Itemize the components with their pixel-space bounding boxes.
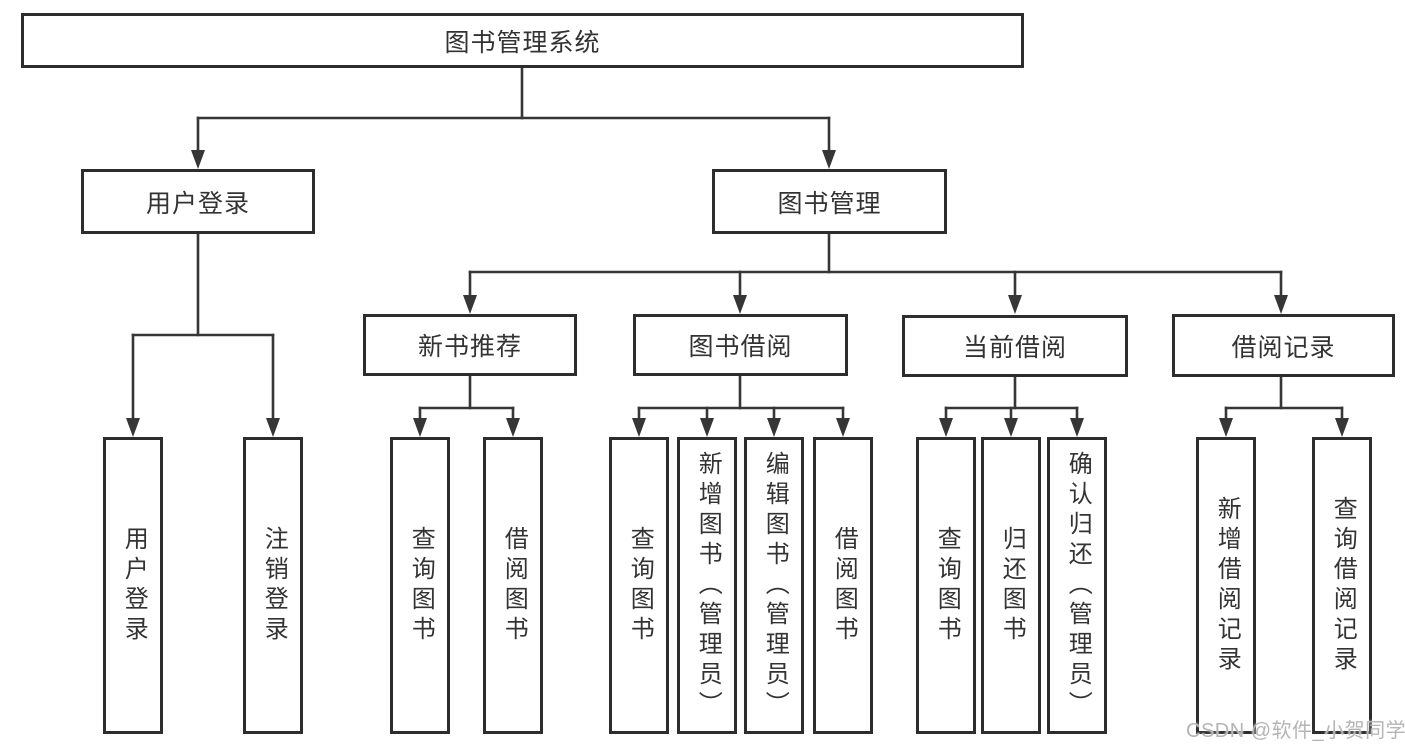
leaf-confirm-return-admin-label: 确认归还（管理员） — [1064, 450, 1092, 721]
arrowhead-icon — [413, 418, 427, 437]
leaf-query-book-recommend: 查询图书 — [390, 437, 450, 734]
arrowhead-icon — [1004, 418, 1018, 437]
leaf-edit-book-admin-label: 编辑图书（管理员） — [761, 450, 789, 721]
arrowhead-icon — [1335, 418, 1349, 437]
arrowhead-icon — [1219, 418, 1233, 437]
leaf-borrow-book-recommend: 借阅图书 — [483, 437, 543, 734]
arrowhead-icon — [1008, 295, 1022, 314]
leaf-borrow-book-label: 借阅图书 — [830, 525, 858, 646]
leaf-logout-label: 注销登录 — [260, 525, 288, 646]
arrowhead-icon — [836, 418, 850, 437]
leaf-return-book-label: 归还图书 — [998, 525, 1026, 646]
arrowhead-icon — [700, 418, 714, 437]
arrowhead-icon — [1274, 295, 1288, 314]
arrowhead-icon — [126, 418, 140, 437]
arrowhead-icon — [632, 418, 646, 437]
node-current-borrow-label: 当前借阅 — [962, 334, 1067, 362]
leaf-add-borrow-record: 新增借阅记录 — [1196, 437, 1256, 734]
arrowhead-icon — [266, 418, 280, 437]
leaf-add-book-admin-label: 新增图书（管理员） — [694, 450, 722, 721]
node-book-management: 图书管理 — [712, 169, 947, 234]
node-root-label: 图书管理系统 — [444, 28, 601, 57]
leaf-return-book: 归还图书 — [981, 437, 1041, 734]
leaf-query-book-borrow-label: 查询图书 — [626, 525, 654, 646]
arrowhead-icon — [939, 418, 953, 437]
leaf-user-login-label: 用户登录 — [120, 525, 148, 646]
leaf-query-book-current-label: 查询图书 — [933, 525, 961, 646]
leaf-query-borrow-record-label: 查询借阅记录 — [1329, 495, 1357, 676]
node-borrow-record: 借阅记录 — [1172, 314, 1395, 377]
leaf-query-book-recommend-label: 查询图书 — [407, 525, 435, 646]
arrowhead-icon — [506, 418, 520, 437]
node-user-login: 用户登录 — [81, 169, 315, 234]
leaf-query-book-current: 查询图书 — [916, 437, 976, 734]
leaf-borrow-book-recommend-label: 借阅图书 — [500, 525, 528, 646]
arrowhead-icon — [463, 295, 477, 314]
node-book-management-label: 图书管理 — [777, 189, 882, 218]
leaf-add-book-admin: 新增图书（管理员） — [677, 437, 737, 734]
node-current-borrow: 当前借阅 — [902, 315, 1128, 377]
node-new-book-recommend: 新书推荐 — [363, 314, 577, 376]
arrowhead-icon — [1070, 418, 1084, 437]
arrowhead-icon — [767, 418, 781, 437]
leaf-query-borrow-record: 查询借阅记录 — [1312, 437, 1372, 734]
leaf-logout: 注销登录 — [243, 437, 303, 734]
node-borrow-record-label: 借阅记录 — [1231, 333, 1336, 362]
arrowhead-icon — [822, 150, 836, 169]
leaf-edit-book-admin: 编辑图书（管理员） — [744, 437, 804, 734]
leaf-borrow-book: 借阅图书 — [813, 437, 873, 734]
node-book-borrow-label: 图书借阅 — [688, 333, 793, 361]
arrowhead-icon — [733, 295, 747, 314]
node-root: 图书管理系统 — [21, 13, 1024, 68]
leaf-confirm-return-admin: 确认归还（管理员） — [1047, 437, 1107, 734]
leaf-query-book-borrow: 查询图书 — [609, 437, 669, 734]
arrowhead-icon — [191, 150, 205, 169]
node-user-login-label: 用户登录 — [145, 189, 250, 218]
leaf-user-login: 用户登录 — [103, 437, 163, 734]
csdn-watermark: CSDN @软件_小贺同学 — [1186, 720, 1405, 742]
node-book-borrow: 图书借阅 — [633, 314, 848, 376]
node-new-book-recommend-label: 新书推荐 — [417, 333, 522, 361]
leaf-add-borrow-record-label: 新增借阅记录 — [1213, 495, 1241, 676]
